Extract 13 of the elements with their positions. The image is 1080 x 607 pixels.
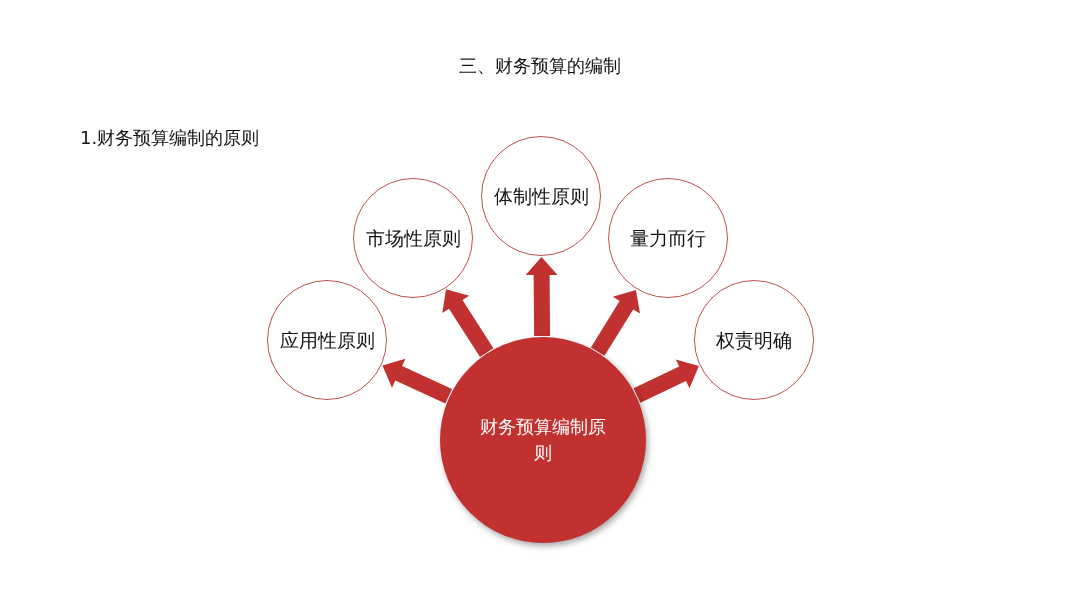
principle-circle: 量力而行	[608, 178, 728, 298]
title: 三、财务预算的编制	[458, 54, 622, 78]
arrow	[590, 289, 640, 356]
center-circle: 财务预算编制原则	[440, 337, 646, 543]
arrow	[442, 289, 494, 357]
principle-circle: 体制性原则	[481, 136, 601, 256]
arrow	[525, 257, 558, 337]
principle-circle: 应用性原则	[267, 280, 387, 400]
principle-circle: 权责明确	[694, 280, 814, 400]
arrow	[382, 358, 452, 404]
principle-circle: 市场性原则	[353, 178, 473, 298]
arrow	[633, 359, 699, 403]
heading-text: 1.财务预算编制的原则	[80, 126, 260, 150]
